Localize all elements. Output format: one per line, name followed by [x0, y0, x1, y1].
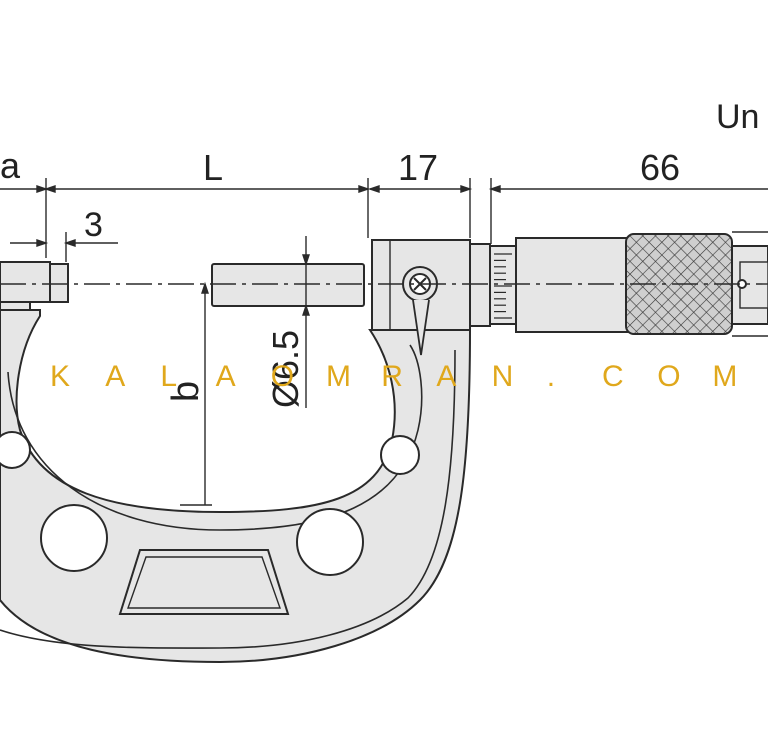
watermark-letter: C: [602, 360, 624, 393]
dimension-labels: Un a L 17 66 3 b Ø6.5: [0, 98, 759, 408]
frame-inner-line: [7, 344, 423, 531]
unit-label: Un: [716, 98, 759, 136]
frame-hole-left: [0, 431, 31, 469]
frame-holes: [0, 431, 420, 576]
end-cap: [731, 245, 768, 325]
watermark-letter: M: [326, 360, 351, 393]
frame-body: [0, 309, 472, 664]
watermark-letter: R: [381, 360, 403, 393]
dim-a-label: a: [0, 145, 21, 186]
watermark-letter: K: [50, 360, 70, 393]
barrel-graduations: [494, 253, 512, 319]
label-plate: [118, 549, 290, 615]
watermark-letter: A: [436, 360, 456, 393]
dim-66-label: 66: [640, 147, 680, 188]
anvil: [0, 261, 69, 303]
dim-3-label: 3: [84, 206, 103, 244]
barrel: [469, 237, 629, 333]
spindle: [211, 263, 365, 307]
watermark-letter: .: [547, 360, 555, 393]
watermark-letter: L: [160, 360, 177, 393]
watermark-letter: A: [105, 360, 125, 393]
dim-b-label: b: [165, 381, 207, 402]
dim-L-label: L: [203, 147, 223, 188]
frame-hole-bottom-left: [40, 504, 108, 572]
frame-hole-bottom-right: [296, 508, 364, 576]
watermark-letter: O: [271, 360, 294, 393]
dim-17-label: 17: [398, 147, 438, 188]
frame: [0, 285, 472, 664]
dimension-lines: [0, 178, 768, 506]
dim-diameter-label: Ø6.5: [265, 330, 306, 408]
frame-outer-line: [0, 349, 456, 649]
watermark-letter: A: [216, 360, 236, 393]
watermark-letter: N: [492, 360, 514, 393]
watermark-letter: M: [712, 360, 737, 393]
frame-hole-right: [380, 435, 420, 475]
watermark-letter: O: [657, 360, 680, 393]
